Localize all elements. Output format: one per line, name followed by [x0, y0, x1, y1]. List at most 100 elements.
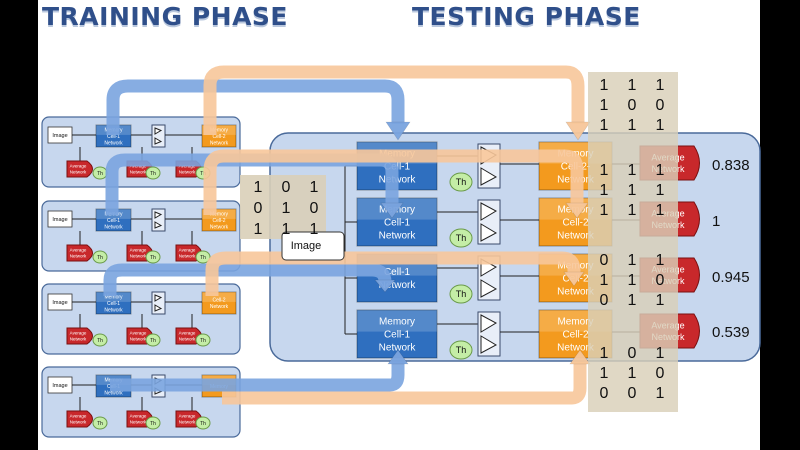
blue-arrow-1 — [106, 79, 405, 135]
training-panel-1-switch — [151, 124, 166, 148]
testing-row-4-memory-cell-1-gloss — [357, 310, 437, 332]
training-panel-3-memory-cell-1-label: Network — [104, 307, 123, 313]
training-panel-2-th-1-label: Th — [97, 255, 103, 261]
training-panel-2-memory-cell-2-gloss — [202, 209, 236, 219]
training-panel-4-th-2-label: Th — [150, 421, 156, 427]
training-panel-4-th-1 — [92, 416, 108, 430]
training-panel-2-average-3-label: Network — [179, 254, 196, 259]
orange-arrow-1 — [203, 65, 585, 135]
training-panel-1-average-1-label: Network — [70, 170, 87, 175]
training-panel-3-switch — [151, 291, 166, 315]
training-panel-4-average-2-label: Average — [130, 414, 147, 419]
testing-row-2-th-label: Th — [456, 233, 467, 243]
output-matrix-4-cell: 0 — [600, 385, 609, 402]
testing-row-2-th — [449, 228, 473, 248]
training-panel-3-memory-cell-2-label: Network — [210, 304, 229, 310]
training-panel-2-th-3 — [195, 250, 211, 264]
blue-arrow-3 — [103, 263, 392, 296]
blue-arrow-4 — [110, 362, 405, 392]
score-3: 0.945 — [712, 269, 750, 286]
testing-row-1-switch-tri-bottom — [480, 167, 498, 186]
training-panel-4-average-2-label: Network — [130, 420, 147, 425]
training-panel-4-average-1 — [66, 410, 93, 428]
testing-row-4-th-label: Th — [456, 345, 467, 355]
testing-row-3-memory-cell-2-label: Network — [557, 287, 595, 298]
training-panel-1-average-1-label: Average — [70, 164, 87, 169]
output-matrix-1-cell: 1 — [600, 97, 609, 114]
training-panel-3-switch-tri-top — [154, 294, 163, 302]
training-panel-2-memory-cell-2-label: Network — [210, 224, 229, 230]
training-panel-2-switch-tri-top — [154, 211, 163, 219]
training-panel-2-image-label: Image — [52, 217, 67, 223]
training-panel-4-average-1-label: Network — [70, 420, 87, 425]
training-panel-2-th-1 — [92, 250, 108, 264]
training-panel-3-th-1-label: Th — [97, 338, 103, 344]
training-panel-1-image-label: Image — [52, 133, 67, 139]
orange-arrow-3-head — [563, 271, 585, 287]
training-panel-1-memory-cell-1-label: Cell-1 — [107, 134, 120, 140]
orange-arrow-4 — [222, 362, 587, 405]
output-matrix-2-cell: 1 — [600, 182, 609, 199]
output-matrix-3-cell: 1 — [656, 252, 665, 269]
output-matrix-2-cell: 1 — [628, 162, 637, 179]
training-panel-4-th-1-label: Th — [97, 421, 103, 427]
score-4: 0.539 — [712, 324, 750, 341]
training-panel-3-th-1 — [92, 333, 108, 347]
blue-arrow-2-head — [380, 202, 404, 219]
input-image-box — [281, 231, 345, 261]
training-panel-3-average-3-label: Average — [179, 331, 196, 336]
training-panel-1-th-2-label: Th — [150, 171, 156, 177]
testing-row-3-switch-tri-bottom — [480, 279, 498, 298]
score-2: 1 — [712, 213, 720, 230]
training-panel-1-memory-cell-2-gloss — [202, 125, 236, 135]
testing-row-3-th-label: Th — [456, 289, 467, 299]
training-panel-4-th-2 — [145, 416, 161, 430]
training-panel-2-memory-cell-2-label: Cell-2 — [212, 218, 225, 224]
input-matrix-cell: 1 — [310, 221, 319, 238]
testing-row-4-memory-cell-1 — [356, 309, 438, 359]
training-panel-1-th-1-label: Th — [97, 171, 103, 177]
training-panel-2-th-3-label: Th — [200, 255, 206, 261]
training-panel-1-average-2-label: Network — [130, 170, 147, 175]
training-panel-1-average-3-label: Network — [179, 170, 196, 175]
training-panel-3-memory-cell-1-gloss — [96, 292, 131, 302]
testing-row-4-memory-cell-1-label: Network — [379, 343, 417, 354]
training-panel-3-memory-cell-2-label: Cell-2 — [212, 298, 225, 304]
training-panel-3-average-1-label: Network — [70, 337, 87, 342]
output-matrix-3-cell: 1 — [628, 252, 637, 269]
input-matrix-cell: 0 — [310, 200, 319, 217]
output-matrix-1-cell: 1 — [600, 77, 609, 94]
testing-row-4-switch-tri-top — [480, 314, 498, 333]
output-matrix-1-cell: 0 — [628, 97, 637, 114]
testing-phase-title: TESTING PHASE — [412, 2, 641, 31]
training-panel-1-switch-tri-bottom — [154, 137, 163, 145]
testing-row-4-memory-cell-2-label: Network — [557, 343, 595, 354]
output-matrix-1-cell: 1 — [656, 117, 665, 134]
output-matrix-2-cell: 1 — [656, 162, 665, 179]
output-matrix-4-cell: 0 — [628, 345, 637, 362]
testing-row-1-th — [449, 172, 473, 192]
orange-arrow-3 — [205, 251, 581, 296]
testing-row-2-memory-cell-2-label: Cell-2 — [562, 218, 589, 229]
output-matrix-4-cell: 0 — [628, 385, 637, 402]
output-matrix-4-cell: 1 — [600, 365, 609, 382]
input-matrix-cell: 0 — [254, 200, 263, 217]
training-panel-3-th-3 — [195, 333, 211, 347]
training-panel-4-th-3-label: Th — [200, 421, 206, 427]
output-matrix-3-cell: 0 — [600, 252, 609, 269]
testing-row-2-switch-tri-top — [480, 202, 498, 221]
training-panel-2-th-2-label: Th — [150, 255, 156, 261]
training-panel-2-memory-cell-1-label: Network — [104, 224, 123, 230]
output-matrix-1-cell: 1 — [656, 77, 665, 94]
training-panel-2-average-2-label: Average — [130, 248, 147, 253]
training-panel-2-average-1 — [66, 244, 93, 262]
score-1: 0.838 — [712, 157, 750, 174]
testing-row-4-memory-cell-2-label: Memory — [557, 317, 593, 328]
testing-row-4-memory-cell-1-label: Memory — [379, 317, 415, 328]
training-panel-3-average-2-label: Network — [130, 337, 147, 342]
testing-row-3-memory-cell-1-label: Network — [379, 280, 417, 291]
training-panel-1-memory-cell-2-label: Network — [210, 140, 229, 146]
training-panel-3-memory-cell-1-label: Memory — [104, 294, 123, 300]
output-matrix-2-cell: 1 — [628, 202, 637, 219]
